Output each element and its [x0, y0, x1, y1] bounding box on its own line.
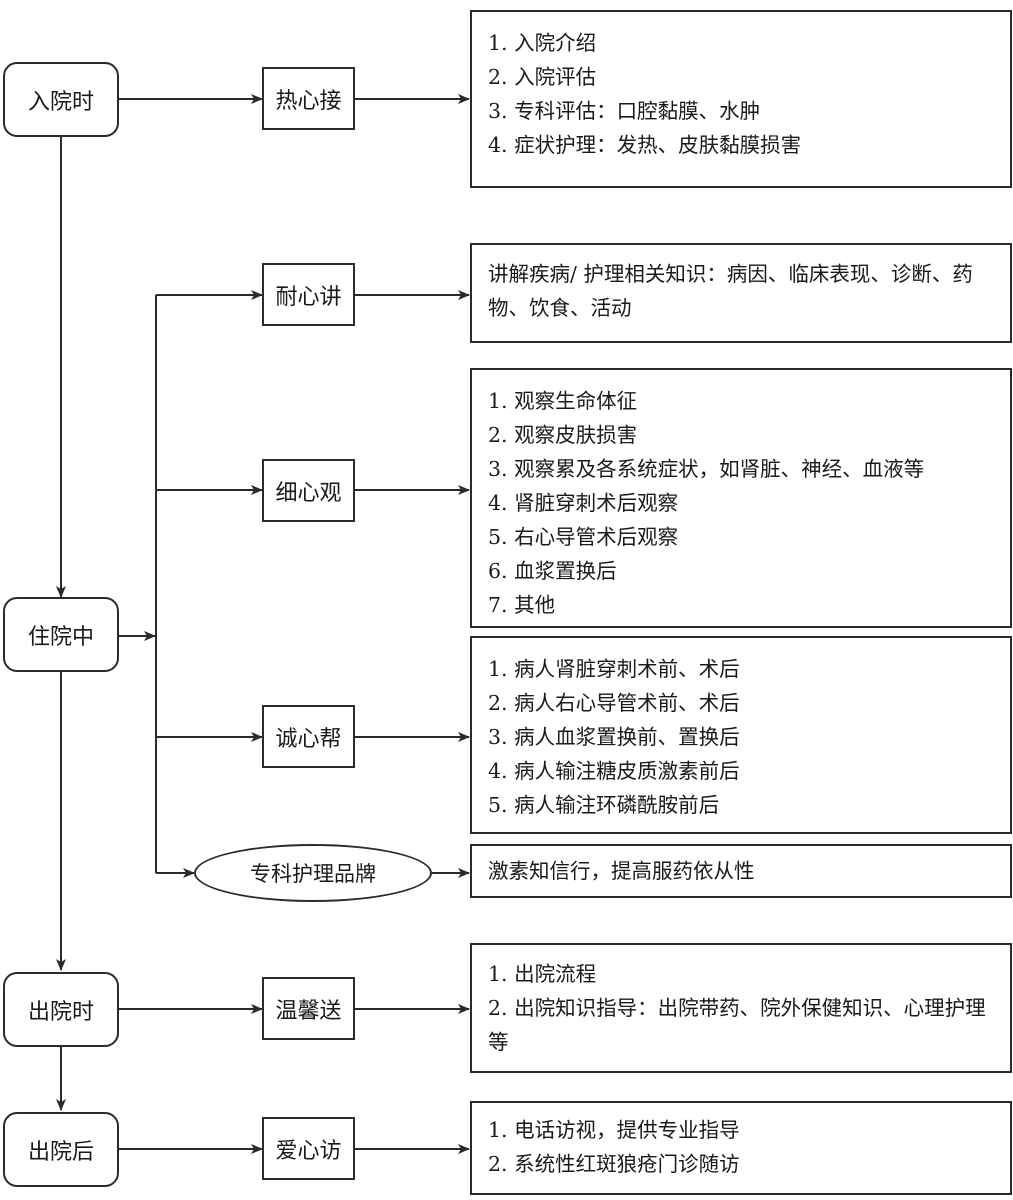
detail-line: 1. 病人肾脏穿刺术前、术后 — [488, 657, 740, 681]
detail-line: 2. 观察皮肤损害 — [488, 423, 638, 447]
detail-warm-farewell: 1. 出院流程 2. 出院知识指导：出院带药、院外保健知识、心理护理等 — [470, 943, 1012, 1073]
detail-line: 6. 血浆置换后 — [488, 559, 617, 583]
action-warm-farewell-label: 温馨送 — [275, 998, 342, 1024]
detail-line: 7. 其他 — [488, 593, 556, 617]
stage-admission: 入院时 — [3, 62, 119, 137]
action-warm-reception: 热心接 — [262, 67, 355, 130]
detail-line: 2. 病人右心导管术前、术后 — [488, 691, 740, 715]
detail-line: 3. 病人血浆置换前、置换后 — [488, 725, 740, 749]
action-warm-farewell: 温馨送 — [262, 977, 355, 1040]
detail-line: 1. 电话访视，提供专业指导 — [488, 1118, 740, 1142]
detail-line: 1. 出院流程 — [488, 962, 597, 986]
stage-discharge-label: 出院时 — [27, 999, 94, 1025]
stage-post-discharge: 出院后 — [3, 1112, 119, 1187]
detail-line: 2. 入院评估 — [488, 65, 597, 89]
action-sincere-help: 诚心帮 — [262, 705, 355, 768]
action-specialty-brand: 专科护理品牌 — [194, 844, 432, 902]
action-patient-explain-label: 耐心讲 — [275, 284, 342, 310]
stage-hospitalization: 住院中 — [3, 597, 119, 672]
stage-admission-label: 入院时 — [27, 89, 94, 115]
detail-specialty-brand: 激素知信行，提高服药依从性 — [470, 844, 1012, 898]
detail-line: 4. 病人输注糖皮质激素前后 — [488, 759, 740, 783]
detail-line: 4. 症状护理：发热、皮肤黏膜损害 — [488, 133, 802, 157]
stage-post-discharge-label: 出院后 — [27, 1139, 94, 1165]
stage-discharge: 出院时 — [3, 972, 119, 1047]
detail-line: 5. 病人输注环磷酰胺前后 — [488, 793, 720, 817]
action-sincere-help-label: 诚心帮 — [275, 726, 342, 752]
action-caring-visit: 爱心访 — [262, 1117, 355, 1180]
detail-caring-visit: 1. 电话访视，提供专业指导 2. 系统性红斑狼疮门诊随访 — [470, 1101, 1012, 1195]
action-careful-observe: 细心观 — [262, 459, 355, 522]
action-caring-visit-label: 爱心访 — [275, 1138, 342, 1164]
action-warm-reception-label: 热心接 — [275, 88, 342, 114]
detail-line: 2. 系统性红斑狼疮门诊随访 — [488, 1152, 740, 1176]
detail-line: 讲解疾病/ 护理相关知识：病因、临床表现、诊断、药物、饮食、活动 — [488, 262, 973, 320]
action-careful-observe-label: 细心观 — [275, 480, 342, 506]
detail-line: 4. 肾脏穿刺术后观察 — [488, 491, 679, 515]
detail-line: 1. 入院介绍 — [488, 31, 597, 55]
detail-line: 3. 专科评估：口腔黏膜、水肿 — [488, 99, 761, 123]
detail-line: 1. 观察生命体征 — [488, 389, 638, 413]
detail-warm-reception: 1. 入院介绍 2. 入院评估 3. 专科评估：口腔黏膜、水肿 4. 症状护理：… — [470, 10, 1012, 188]
detail-line: 激素知信行，提高服药依从性 — [488, 859, 755, 883]
stage-hospitalization-label: 住院中 — [27, 624, 94, 650]
detail-line: 2. 出院知识指导：出院带药、院外保健知识、心理护理等 — [488, 996, 986, 1054]
detail-careful-observe: 1. 观察生命体征 2. 观察皮肤损害 3. 观察累及各系统症状，如肾脏、神经、… — [470, 368, 1012, 628]
detail-line: 5. 右心导管术后观察 — [488, 525, 679, 549]
action-patient-explain: 耐心讲 — [262, 263, 355, 326]
detail-patient-explain: 讲解疾病/ 护理相关知识：病因、临床表现、诊断、药物、饮食、活动 — [470, 243, 1012, 343]
detail-line: 3. 观察累及各系统症状，如肾脏、神经、血液等 — [488, 457, 925, 481]
detail-sincere-help: 1. 病人肾脏穿刺术前、术后 2. 病人右心导管术前、术后 3. 病人血浆置换前… — [470, 636, 1012, 834]
action-specialty-brand-label: 专科护理品牌 — [250, 862, 376, 886]
